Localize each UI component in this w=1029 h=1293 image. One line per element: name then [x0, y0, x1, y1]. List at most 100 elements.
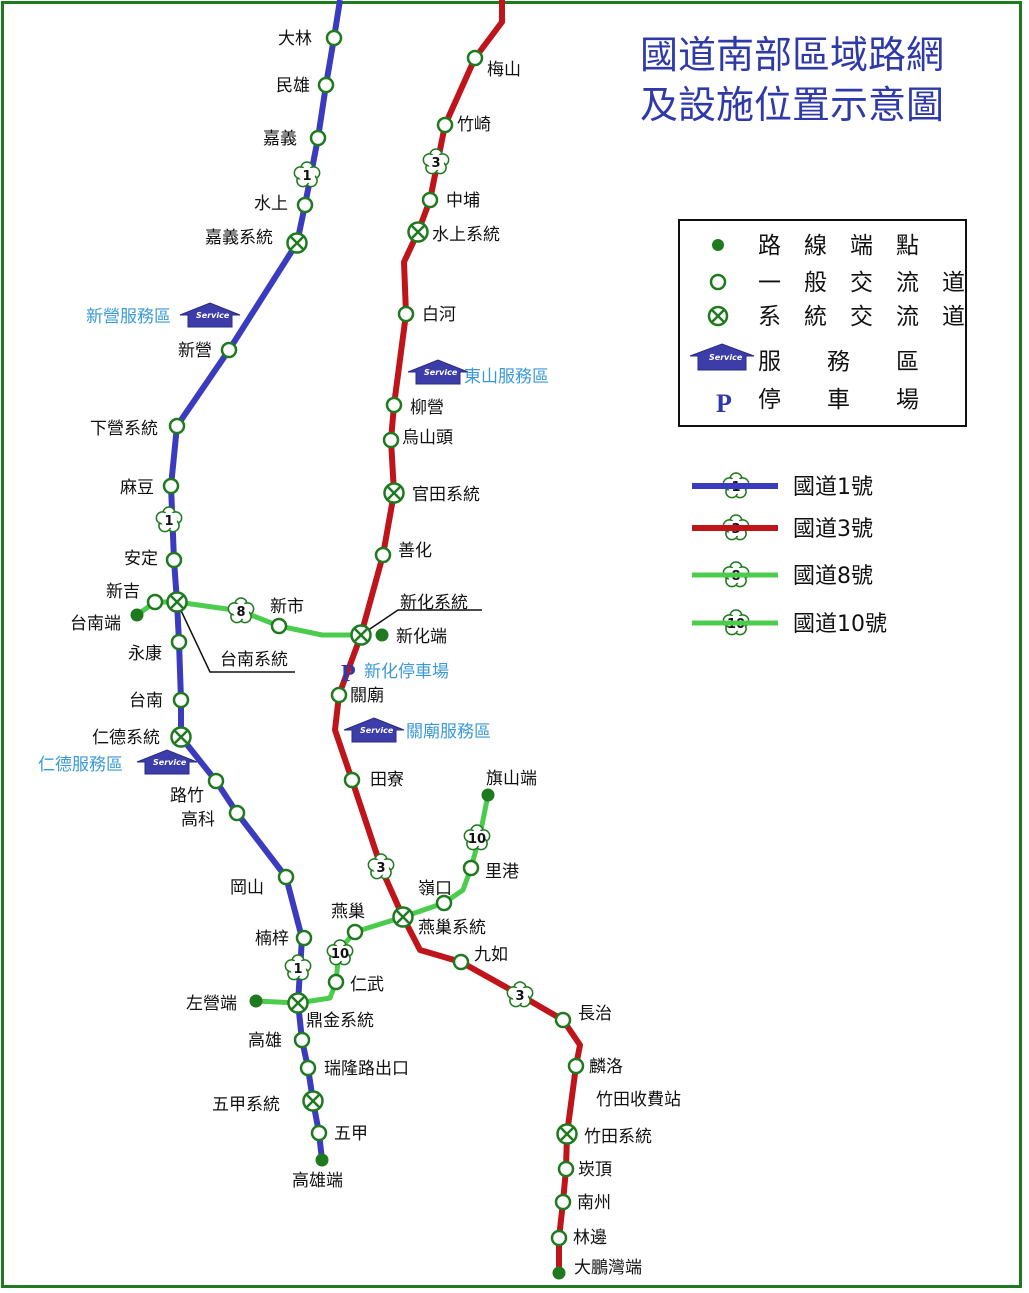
- interchange-node[interactable]: [327, 973, 345, 991]
- route-shield: 1: [293, 161, 321, 188]
- service-area-icon[interactable]: Service: [343, 717, 405, 743]
- nh3-labels: 梅山 竹崎 中埔 水上系統 白河 柳營 烏山頭 官田系統 善化 新化系統 新化端…: [350, 60, 681, 1278]
- interchange-node[interactable]: [165, 551, 183, 569]
- legend: 路 線 端 點 一 般 交 流 道 系 統 交 流 道 Service 服 務 …: [678, 219, 967, 427]
- interchange-node[interactable]: [293, 1031, 311, 1049]
- system-interchange-node[interactable]: [166, 591, 188, 613]
- interchange-node[interactable]: [557, 1160, 575, 1178]
- interchange-node[interactable]: [228, 804, 246, 822]
- interchange-node[interactable]: [309, 129, 327, 147]
- service-area-label: 東山服務區: [464, 367, 549, 387]
- system-interchange-node[interactable]: [287, 992, 309, 1014]
- nh3-line: [332, 0, 583, 1273]
- station-label: 台南系統: [220, 650, 288, 670]
- interchange-node[interactable]: [162, 477, 180, 495]
- interchange-node[interactable]: [296, 196, 314, 214]
- interchange-node[interactable]: [346, 923, 364, 941]
- system-interchange-node[interactable]: [383, 482, 405, 504]
- interchange-node[interactable]: [567, 1057, 585, 1075]
- system-interchange-node[interactable]: [302, 1090, 324, 1112]
- station-label: 中埔: [446, 191, 480, 211]
- route-shields: 1111333388101010: [155, 148, 750, 1008]
- interchange-node[interactable]: [436, 116, 454, 134]
- route-shield: 3: [422, 148, 450, 175]
- interchange-node[interactable]: [397, 305, 415, 323]
- station-label: 水上系統: [432, 225, 500, 245]
- route-shield: 10: [326, 939, 354, 966]
- system-interchange-node[interactable]: [556, 1123, 578, 1145]
- interchange-node[interactable]: [374, 546, 392, 564]
- station-label: 關廟: [350, 686, 384, 706]
- interchange-node[interactable]: [172, 691, 190, 709]
- station-label: 水上: [254, 194, 288, 214]
- service-area-icon[interactable]: Service: [407, 359, 469, 385]
- station-label: 路竹: [170, 786, 204, 806]
- station-label: 竹崎: [457, 115, 491, 135]
- terminal-node[interactable]: [481, 788, 495, 802]
- station-label: 燕巢: [331, 902, 365, 922]
- interchange-node[interactable]: [343, 771, 361, 789]
- service-area-label: 關廟服務區: [406, 722, 491, 742]
- station-label: 大林: [278, 29, 312, 49]
- terminal-node[interactable]: [375, 628, 389, 642]
- legend-system-label: 系 統 交 流 道: [758, 304, 965, 330]
- station-label: 新化端: [396, 627, 447, 647]
- interchange-node[interactable]: [207, 772, 225, 790]
- terminal-node[interactable]: [130, 608, 144, 622]
- route-legend-name: 國道1號: [793, 475, 873, 500]
- svg-text:3: 3: [431, 156, 440, 171]
- station-label: 林邊: [573, 1228, 607, 1248]
- interchange-node[interactable]: [146, 593, 164, 611]
- station-label: 高雄端: [292, 1171, 343, 1191]
- system-interchange-node[interactable]: [407, 221, 429, 243]
- interchange-node[interactable]: [170, 633, 188, 651]
- interchange-node[interactable]: [421, 191, 439, 209]
- system-interchange-node[interactable]: [170, 726, 192, 748]
- legend-parking-label: 停 車 場: [758, 387, 919, 413]
- station-label: 台南端: [70, 614, 121, 634]
- interchange-node[interactable]: [317, 76, 335, 94]
- xinhua-system-callout: [360, 609, 482, 636]
- terminal-node[interactable]: [552, 1266, 566, 1280]
- system-interchange-node[interactable]: [392, 906, 414, 928]
- interchange-node[interactable]: [554, 1193, 572, 1211]
- interchange-node[interactable]: [466, 49, 484, 67]
- terminal-node[interactable]: [249, 994, 263, 1008]
- route-legend-name: 國道8號: [793, 564, 873, 589]
- interchange-node[interactable]: [168, 417, 186, 435]
- station-label: 竹田收費站: [596, 1090, 681, 1110]
- interchange-node[interactable]: [554, 1011, 572, 1029]
- route-shield: 10: [463, 824, 491, 851]
- terminal-node[interactable]: [315, 1153, 329, 1167]
- interchange-node[interactable]: [550, 1229, 568, 1247]
- service-area-icon[interactable]: Service: [136, 749, 198, 775]
- interchange-node[interactable]: [325, 29, 343, 47]
- interchange-node[interactable]: [299, 1059, 317, 1077]
- station-label: 麻豆: [120, 478, 154, 498]
- svg-text:10: 10: [468, 832, 486, 847]
- interchange-node[interactable]: [330, 686, 348, 704]
- interchange-node[interactable]: [385, 396, 403, 414]
- service-area-icon[interactable]: Service: [179, 302, 241, 328]
- interchange-node[interactable]: [382, 431, 400, 449]
- station-label: 南州: [577, 1193, 611, 1213]
- parking-icon: P: [341, 661, 356, 687]
- legend-interchange-label: 一 般 交 流 道: [758, 270, 965, 296]
- interchange-node[interactable]: [462, 859, 480, 877]
- interchange-node[interactable]: [270, 617, 288, 635]
- svg-text:3: 3: [376, 861, 385, 876]
- interchange-node[interactable]: [277, 868, 295, 886]
- system-interchange-node[interactable]: [350, 624, 372, 646]
- station-label: 仁武: [350, 975, 384, 995]
- station-label: 崁頂: [578, 1160, 612, 1180]
- interchange-node[interactable]: [310, 1124, 328, 1142]
- station-label: 五甲: [334, 1124, 368, 1144]
- interchange-node[interactable]: [295, 929, 313, 947]
- interchange-node[interactable]: [220, 341, 238, 359]
- station-label: 田寮: [370, 770, 404, 790]
- system-interchange-node[interactable]: [286, 232, 308, 254]
- station-label: 嘉義系統: [205, 228, 273, 248]
- interchange-node[interactable]: [452, 953, 470, 971]
- interchange-node[interactable]: [435, 894, 453, 912]
